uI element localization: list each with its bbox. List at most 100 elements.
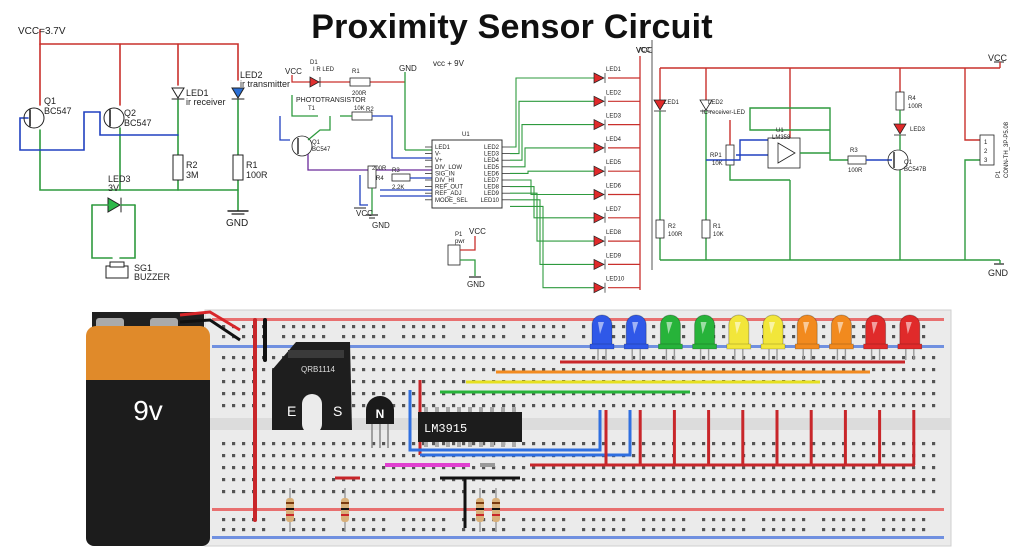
ic-left-pin-5: SIG_IN [435,171,455,177]
breadboard-led-8 [829,314,854,360]
s1-q2-label: Q2 [124,108,136,118]
s3-p1-label: P1 [996,170,1002,178]
ic-left-pin-8: REF_ADJ [435,191,462,197]
s2-d1-label: D1 [310,60,318,66]
s1-led1-desc: ir receiver [186,97,226,107]
sensor-part-label: QRB1114 [301,365,335,374]
s2-r3-value: 2.2K [392,185,404,191]
ic-left-pin-9: MODE_SEL [435,198,468,204]
s3-r2-value: 100R [668,232,683,238]
s2-phototransistor-label: PHOTOTRANSISTOR [296,97,366,104]
s3-u1-part: LM358 [772,135,791,141]
s2-led-label-10: LED10 [606,277,625,283]
ic-right-pin-4: LED5 [484,165,500,171]
s3-led3-label: LED3 [910,127,926,133]
s3-led1-label: LED1 [664,100,680,106]
breadboard-led-1 [589,314,615,360]
s1-led1-label: LED1 [186,88,209,98]
s2-gnd-label: GND [399,64,417,73]
s1-gnd-label: GND [226,218,248,229]
s3-q1-label: Q1 [904,160,913,166]
resistor-4 [492,488,500,532]
ic-right-pin-3: LED4 [484,158,500,164]
lm3915-ic: LM3915 [418,407,522,447]
s1-r1-label: R1 [246,160,258,170]
s2-r3-label: R3 [392,168,400,174]
s2-r1-label: R1 [352,69,360,75]
ic-right-pin-8: LED9 [484,191,500,197]
s3-rp1-value: 10K [712,161,723,167]
breadboard-led-3 [658,314,683,360]
s2-led-label-3: LED3 [606,114,622,120]
ic-right-pin-5: LED6 [484,171,500,177]
schematic-three: 123 VCC VCC LED1 LED2 IC-receiver-LED U1… [636,40,1010,278]
s3-r3-value: 100R [848,168,863,174]
s2-p1-desc: pwr [455,239,465,245]
breadboard-assembly: 9v QRB1114 E S N [86,309,952,547]
breadboard-led-9 [863,314,888,360]
s3-r2-label: R2 [668,224,676,230]
breadboard-led-4 [692,314,717,360]
resistor-2 [341,488,349,532]
page-title: Proximity Sensor Circuit [311,8,713,46]
resistor-3 [476,488,484,532]
breadboard-led-7 [794,314,820,360]
ic-right-pin-2: LED3 [484,152,500,158]
schematic-one: VCC=3.7V Q1 BC547 Q2 BC547 LED1 ir recei… [18,26,290,282]
resistor-1 [286,488,294,532]
s3-vcc-left-label: VCC [636,47,651,54]
s2-d1-desc: I R LED [313,67,335,73]
s2-vcc9-label: vcc + 9V [433,59,465,68]
qrb1114-sensor: QRB1114 E S [272,342,352,434]
connector-pin-3: 3 [984,158,988,164]
s2-p1-label: P1 [455,232,463,238]
s2-r4-label: R4 [376,176,384,182]
s2-r2-value: 10K [354,106,365,112]
s3-r3-label: R3 [850,148,858,154]
s1-sg1-desc: BUZZER [134,272,171,282]
s3-r4-label: R4 [908,96,916,102]
s2-q1-label: Q1 [312,140,321,146]
s2-led-label-8: LED8 [606,230,622,236]
s2-r1-value: 200R [352,91,367,97]
s2-vcc-bottom-label: VCC [356,209,373,218]
sensor-s-label: S [333,403,342,419]
s2-led-label-1: LED1 [606,67,622,73]
s3-u1-label: U1 [776,128,784,134]
s3-rp1-label: RP1 [710,153,722,159]
s3-led2-desc: IC-receiver-LED [702,110,746,116]
s3-r1-label: R1 [713,224,721,230]
breadboard-led-2 [623,314,649,360]
ic-left-pin-1: LED1 [435,145,451,151]
ic-left-pin-2: V- [435,152,441,158]
ic-right-pin-7: LED8 [484,185,500,191]
s2-led-label-4: LED4 [606,137,622,143]
s3-r1-value: 10K [713,232,724,238]
s1-led3-value: 3V [108,183,119,193]
s2-r2-label: R2 [366,107,374,113]
s2-led-label-9: LED9 [606,253,622,259]
s3-gnd-label: GND [988,268,1009,278]
ic-part-label: LM3915 [424,422,467,436]
s2-vcc-label: VCC [285,67,302,76]
s2-led-label-5: LED5 [606,160,622,166]
ic-right-pin-6: LED7 [484,178,500,184]
ic-right-pin-9: LED10 [481,198,500,204]
s3-led2-label: LED2 [708,100,724,106]
s3-p1-desc: CONN-TH_3P-P5.08 [1004,121,1010,178]
s2-led-vcc-label: VCC [636,46,653,55]
s1-q1-part: BC547 [44,106,72,116]
s1-led3-label: LED3 [108,174,131,184]
battery-voltage-label: 9v [133,395,163,426]
breadboard-led-10 [897,314,923,360]
s1-sg1-label: SG1 [134,263,152,273]
breadboard-led-5 [726,314,752,360]
s1-vcc-label: VCC=3.7V [18,26,66,37]
npn-transistor: N [366,396,394,448]
ic-left-pin-3: V+ [435,158,443,164]
s1-led2-label: LED2 [240,70,263,80]
s1-r1-value: 100R [246,170,268,180]
s2-r4-value: 200R [372,166,387,172]
s2-t1-label: T1 [308,106,316,112]
